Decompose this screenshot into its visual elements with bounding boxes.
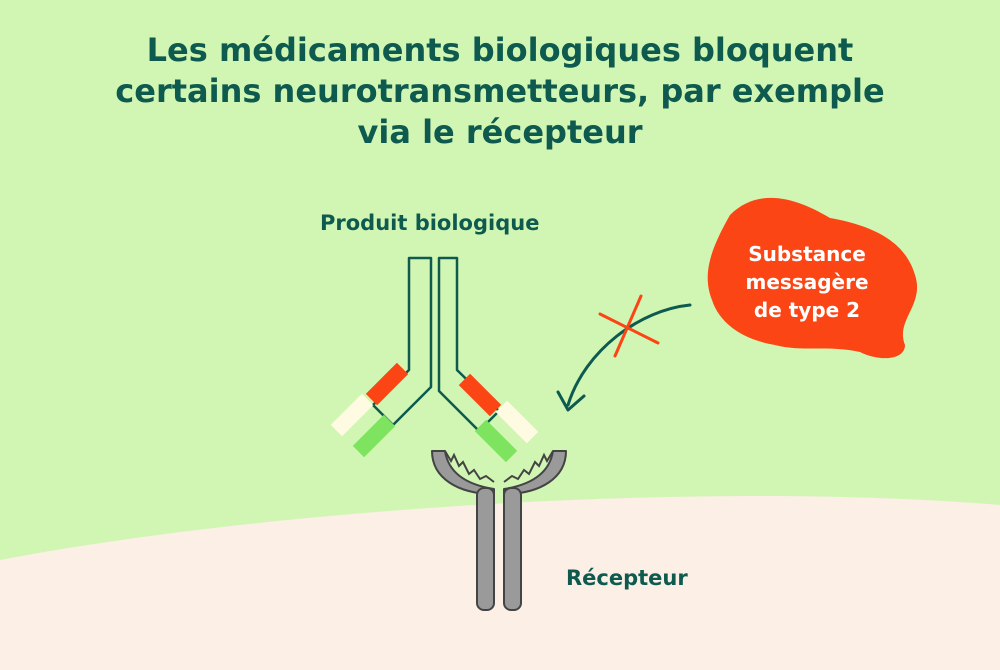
receptor-label: Récepteur (566, 566, 688, 590)
block-cross-icon (598, 294, 660, 358)
title-line-1: Les médicaments biologiques bloquent (146, 31, 854, 69)
receptor-binding-site (444, 450, 554, 483)
title-line-2: certains neurotransmetteurs, par exemple (115, 72, 885, 110)
antibody-tip-right-green (474, 419, 518, 463)
title-line-3: via le récepteur (357, 113, 643, 151)
antibody-tip-right-cream (495, 400, 539, 444)
antibody-tip-right-red (458, 373, 502, 417)
messenger-label-line-1: Substance (748, 242, 866, 266)
messenger-label-line-3: de type 2 (753, 298, 861, 322)
messenger-blob (707, 197, 918, 359)
blocked-arrow (566, 303, 692, 407)
antibody-tip-left-green (352, 414, 396, 458)
messenger-label-line-2: messagère (745, 270, 869, 294)
cell-surface (0, 496, 1000, 670)
antibody-tip-left-red (365, 362, 409, 406)
antibody-tip-left-cream (330, 393, 374, 437)
biologic-label: Produit biologique (320, 211, 540, 235)
messenger-label: Substance messagère de type 2 (712, 240, 902, 324)
page-title: Les médicaments biologiques bloquent cer… (0, 30, 1000, 153)
receptor-shape (431, 450, 567, 611)
arrow-head (556, 390, 586, 412)
